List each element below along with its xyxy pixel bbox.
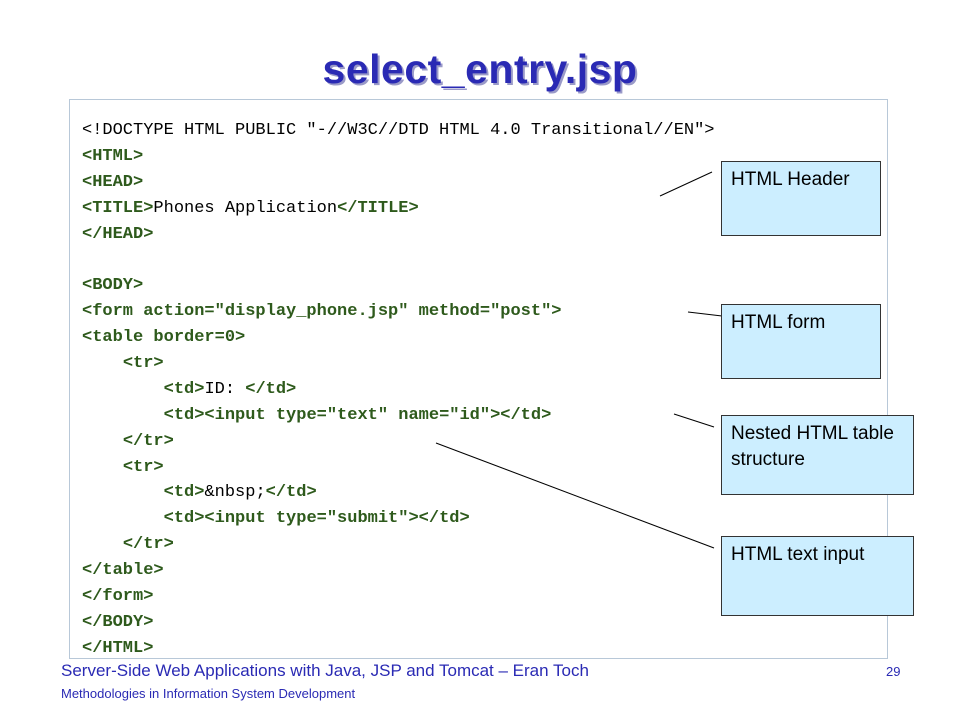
code-line: <table border=0> [82,325,715,351]
code-tag: <td><input type="submit"></td> [163,509,470,529]
code-listing: <!DOCTYPE HTML PUBLIC "-//W3C//DTD HTML … [82,118,715,662]
code-tag: <form action="display_phone.jsp" method=… [82,302,562,322]
code-tag: <td> [163,483,205,503]
code-tag: </HEAD> [82,224,154,244]
code-line: <TITLE>Phones Application</TITLE> [82,196,715,222]
leader-line-header [659,171,713,197]
code-tag: <td><input type="text" name="id"></td> [163,405,552,425]
code-line: <tr> [82,455,715,481]
code-tag: <HTML> [82,146,144,166]
callout-nested-table: Nested HTML table structure [721,415,914,495]
code-panel [69,99,888,659]
leader-line-form [687,311,723,317]
code-line: <form action="display_phone.jsp" method=… [82,299,715,325]
code-line: </BODY> [82,610,715,636]
code-tag: </td> [245,379,297,399]
callout-html-form: HTML form [721,304,881,379]
leader-line-table [673,413,715,428]
code-line: </tr> [82,429,715,455]
callout-text-input: HTML text input [721,536,914,616]
code-line: <BODY> [82,273,715,299]
code-line: <HTML> [82,144,715,170]
code-tag: <tr> [122,457,164,477]
code-line: <HEAD> [82,170,715,196]
code-line: </tr> [82,532,715,558]
code-text: &nbsp; [204,483,266,503]
code-tag: <tr> [122,354,164,374]
footer-course-title: Server-Side Web Applications with Java, … [61,661,589,680]
page-number: 29 [886,664,901,679]
code-text: ID: [204,379,246,399]
code-text: <!DOCTYPE HTML PUBLIC "-//W3C//DTD HTML … [82,121,715,140]
code-tag: </form> [82,587,154,607]
code-line: <td>&nbsp;</td> [82,480,715,506]
code-tag: <td> [163,379,205,399]
code-tag: <TITLE> [82,198,154,218]
code-line: <td><input type="submit"></td> [82,506,715,532]
code-line: <!DOCTYPE HTML PUBLIC "-//W3C//DTD HTML … [82,118,715,144]
callout-html-header: HTML Header [721,161,881,236]
code-text: Phones Application [153,198,338,218]
code-line: </form> [82,584,715,610]
code-line: <td>ID: </td> [82,377,715,403]
footer-subtitle: Methodologies in Information System Deve… [61,686,356,701]
code-tag: </BODY> [82,612,154,632]
code-tag: </table> [82,561,164,581]
code-tag: </tr> [122,535,174,555]
code-tag: </tr> [122,431,174,451]
code-line: </HTML> [82,636,715,662]
code-line: </HEAD> [82,222,715,248]
code-tag: <HEAD> [82,172,144,192]
code-tag: <BODY> [82,276,144,296]
code-line: <td><input type="text" name="id"></td> [82,403,715,429]
code-tag: <table border=0> [82,328,246,348]
leader-line-input [435,442,715,549]
code-tag: </td> [265,483,317,503]
slide-title: select_entry.jsp [322,46,638,92]
code-line: <tr> [82,351,715,377]
code-tag: </HTML> [82,638,154,658]
code-tag: </TITLE> [337,198,419,218]
code-line: </table> [82,558,715,584]
